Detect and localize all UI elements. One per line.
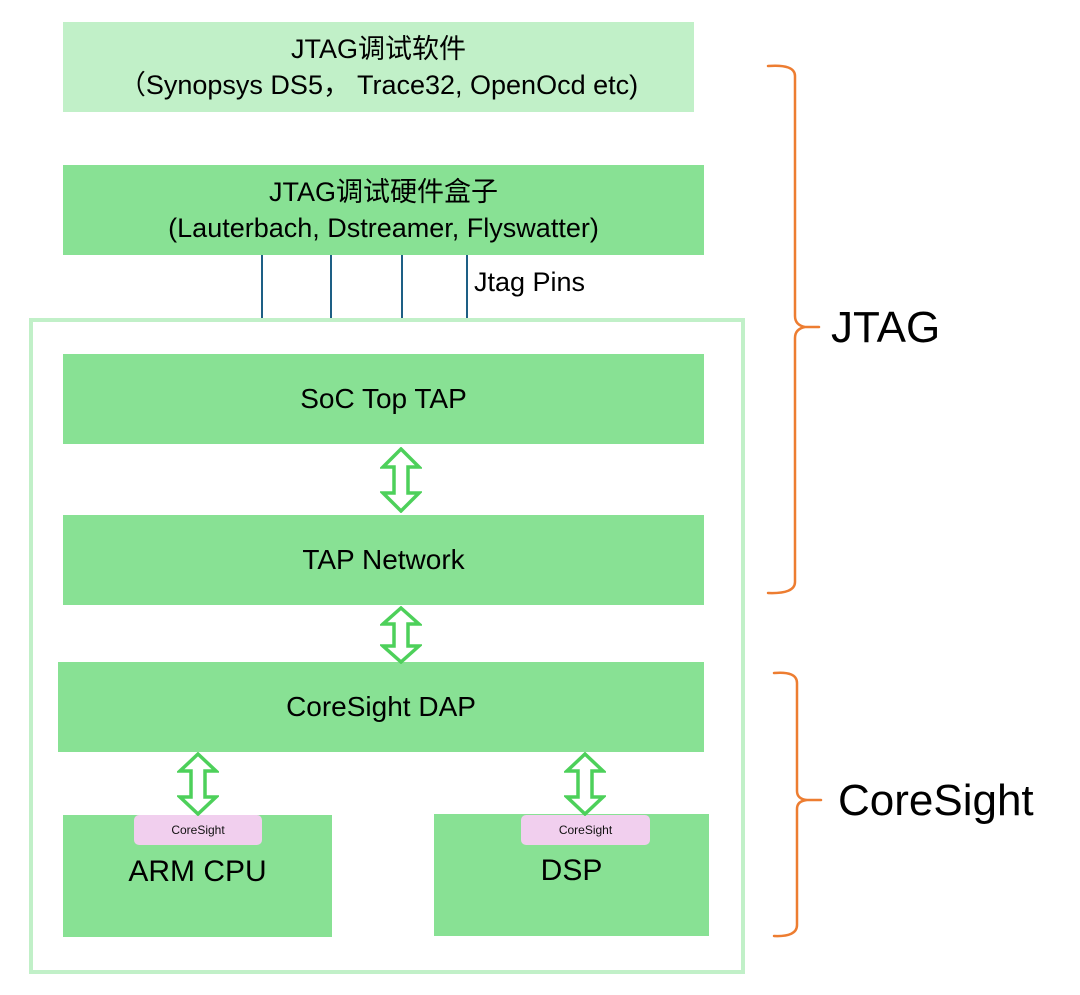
coresight-curly-brace-icon: [772, 671, 823, 938]
coresight-bracket-label: CoreSight: [838, 776, 1034, 825]
arm-cpu-label: ARM CPU: [128, 855, 267, 888]
hardware-box-subtitle: (Lauterbach, Dstreamer, Flyswatter): [168, 213, 599, 243]
hardware-box-title: JTAG调试硬件盒子: [269, 177, 498, 207]
jtag-pins-label: Jtag Pins: [474, 267, 586, 297]
soc-container: [29, 318, 745, 974]
coresight-dap-block: CoreSight DAP: [58, 662, 704, 752]
double-arrow-icon: [380, 606, 422, 664]
jtag-curly-brace-icon: [766, 64, 821, 595]
dsp-label: DSP: [540, 854, 603, 887]
jtag-bracket-label: JTAG: [831, 303, 941, 352]
jtag-debug-software-box: JTAG调试软件 （Synopsys DS5， Trace32, OpenOcd…: [63, 22, 694, 112]
coresight-dap-label: CoreSight DAP: [286, 691, 476, 722]
jtag-debug-hardware-box: JTAG调试硬件盒子 (Lauterbach, Dstreamer, Flysw…: [63, 165, 704, 255]
tap-network-block: TAP Network: [63, 515, 704, 605]
jtag-pin-line: [261, 255, 263, 319]
soc-top-tap-block: SoC Top TAP: [63, 354, 704, 444]
arm-cpu-coresight-tag: CoreSight: [134, 815, 262, 845]
double-arrow-icon: [564, 752, 606, 816]
dsp-coresight-tag: CoreSight: [521, 815, 650, 845]
software-box-title: JTAG调试软件: [291, 34, 466, 64]
soc-top-tap-label: SoC Top TAP: [300, 383, 467, 414]
double-arrow-icon: [177, 752, 219, 816]
jtag-pin-line: [466, 255, 468, 319]
tap-network-label: TAP Network: [302, 544, 465, 575]
jtag-pin-line: [401, 255, 403, 319]
software-box-subtitle: （Synopsys DS5， Trace32, OpenOcd etc): [118, 70, 639, 100]
jtag-pin-line: [330, 255, 332, 319]
double-arrow-icon: [380, 447, 422, 513]
